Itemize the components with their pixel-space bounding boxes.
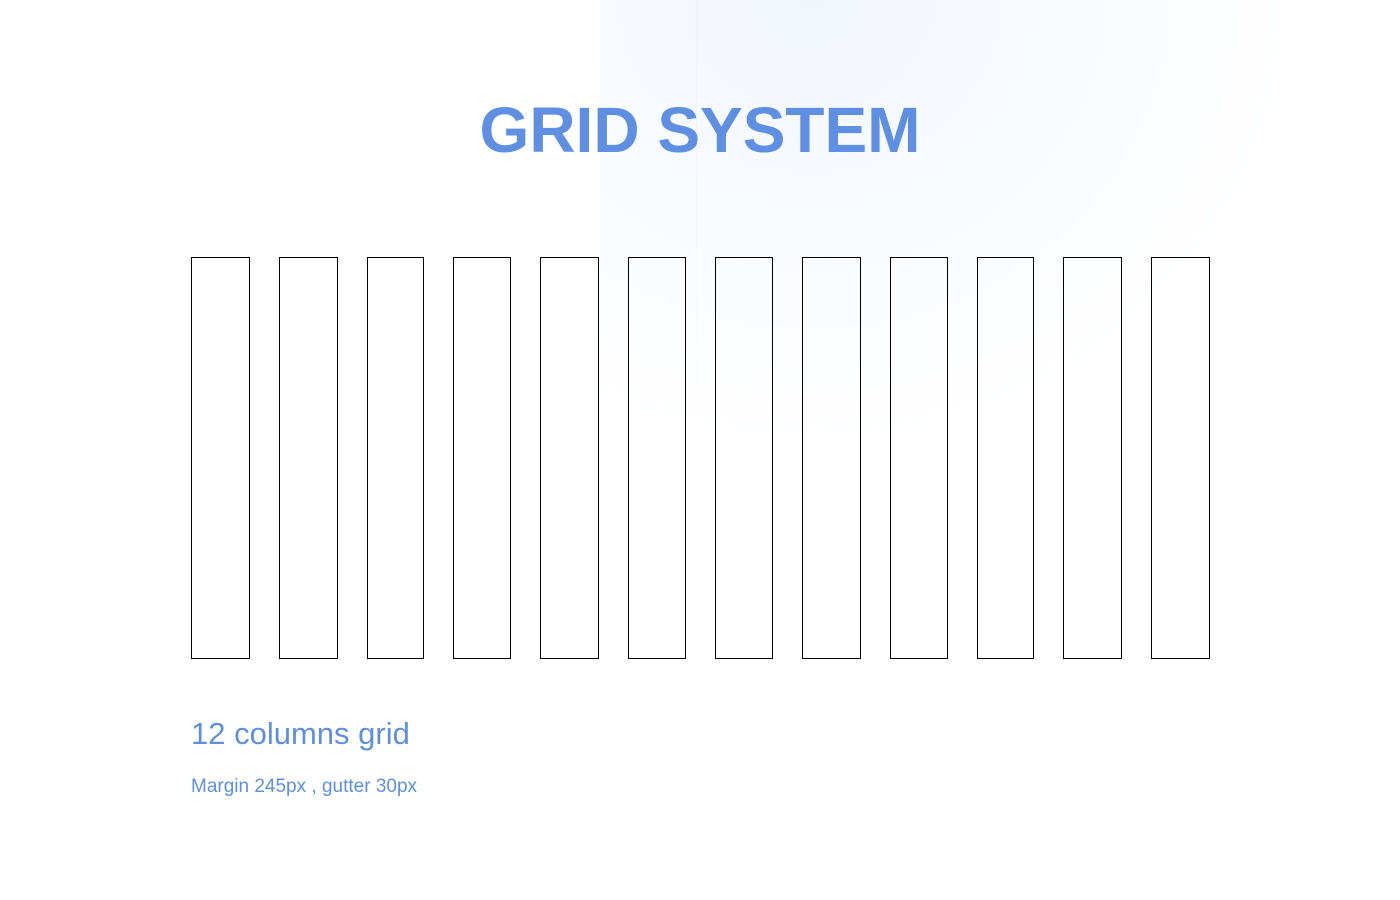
grid-heading: 12 columns grid (191, 716, 410, 751)
grid-column (453, 257, 511, 659)
background-glow (600, 0, 1300, 450)
grid-column (1063, 257, 1122, 659)
grid-column (1151, 257, 1210, 659)
grid-column (540, 257, 599, 659)
grid-column (890, 257, 948, 659)
grid-column (802, 257, 861, 659)
grid-column (191, 257, 250, 659)
page-title: GRID SYSTEM (479, 94, 921, 166)
grid-column (977, 257, 1034, 659)
background-divider (696, 0, 697, 440)
grid-column (628, 257, 686, 659)
grid-column (367, 257, 424, 659)
grid-details: Margin 245px , gutter 30px (191, 776, 418, 797)
grid-column (279, 257, 338, 659)
grid-column (715, 257, 773, 659)
